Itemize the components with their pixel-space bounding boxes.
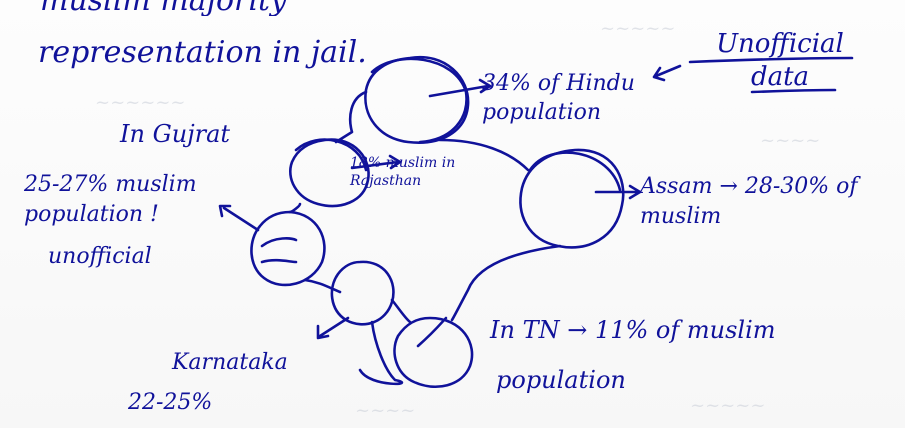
circle-assam-overdraw: [528, 151, 622, 192]
circle-hindu-overdraw: [370, 57, 468, 144]
circle-hindu: [364, 55, 470, 144]
assam-note: Assam → 28-30% of muslim: [640, 174, 858, 229]
arrow-to-assam-note: [594, 184, 642, 200]
bleed-through-mark: ~~~~: [355, 400, 416, 421]
connector-line: [303, 278, 342, 294]
hindu-population-note: 34% of Hindu population: [482, 71, 635, 125]
tamil-nadu-population: population: [496, 366, 626, 394]
connector-line: [288, 202, 302, 214]
top-cut-line: muslim majority: [40, 0, 287, 18]
bleed-through-mark: ~~~~: [760, 130, 821, 151]
arrow-to-gujarat-note: [218, 204, 260, 232]
circle-rajasthan: [289, 138, 370, 208]
tamil-nadu-note: In TN → 11% of muslim: [490, 316, 776, 344]
arrow-to-unofficial: [652, 64, 682, 82]
arrow-to-karnataka-note: [316, 316, 350, 340]
arrow-to-rajasthan-note: [350, 154, 402, 170]
connector-line: [334, 90, 368, 144]
unofficial-data-label: Unofficial data: [716, 29, 844, 92]
karnataka-figure: 22-25%: [128, 390, 213, 415]
circle-tamil-nadu: [393, 316, 474, 389]
rajasthan-note: 18% muslim in Rajasthan: [350, 155, 456, 190]
data-underline: [750, 88, 837, 94]
bleed-through-mark: ~~~~~~: [95, 92, 186, 113]
circle-karnataka: [330, 260, 395, 326]
bleed-through-mark: ~~~~~: [690, 395, 766, 416]
connector-line: [358, 320, 404, 386]
karnataka-name: Karnataka: [172, 350, 288, 375]
bleed-through-mark: ~~~~~: [600, 18, 676, 39]
unofficial-underline: [688, 56, 854, 64]
circle-gujarat-inner: [260, 237, 298, 264]
connector-line: [450, 244, 562, 322]
arrow-to-hindu-note: [428, 78, 492, 98]
gujarat-unofficial-label: unofficial: [48, 244, 152, 269]
connector-line: [390, 298, 412, 324]
gujarat-heading: In Gujrat: [120, 120, 231, 148]
arrow-to-tamil-nadu: [416, 316, 448, 348]
representation-line: representation in jail.: [38, 35, 367, 70]
circle-gujarat: [250, 210, 326, 287]
gujarat-figure: 25-27% muslim population !: [24, 172, 197, 227]
connector-line: [438, 138, 530, 172]
